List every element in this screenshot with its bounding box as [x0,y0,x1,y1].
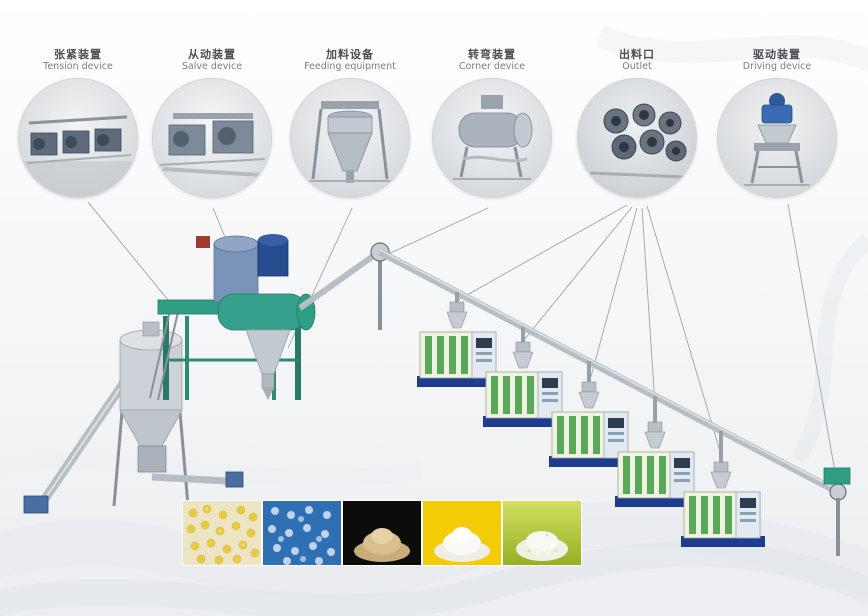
sample-yellow-resin-pellets [182,500,262,566]
callout-feeding-equipment: 加料设备 Feeding equipment [282,48,418,198]
callout-label-zh: 驱动装置 [753,48,801,61]
callout-label-zh: 加料设备 [326,48,374,61]
callout-label-zh: 从动装置 [188,48,236,61]
sample-tan-powder [342,500,422,566]
sample-white-granules [502,500,582,566]
callout-label-en: Driving device [742,61,812,72]
callout-salve-device: 从动装置 Salve device [144,48,280,198]
callout-label-en: Feeding equipment [304,61,396,72]
callout-corner-device: 转弯装置 Corner device [424,48,560,198]
tension-device-photo [18,78,138,198]
mixer-unit [149,234,316,401]
screw-feeder-and-silo [23,321,244,514]
callout-label-en: Tension device [43,61,113,72]
callout-label-zh: 张紧装置 [54,48,102,61]
corner-device-photo [432,78,552,198]
callout-outlet: 出料口 Outlet [569,48,705,198]
callout-label-zh: 出料口 [619,48,655,61]
callout-label-en: Salve device [181,61,243,72]
callout-tension-device: 张紧装置 Tension device [10,48,146,198]
callout-label-en: Corner device [458,61,526,72]
sample-white-powder [422,500,502,566]
sample-blue-plastic-pellets [262,500,342,566]
callout-label-zh: 转弯装置 [468,48,516,61]
salve-device-photo [152,78,272,198]
material-samples [182,500,582,566]
callout-label-en: Outlet [622,61,652,72]
outlet-photo [577,78,697,198]
leader-lines [87,201,837,479]
conveying-pipes [298,242,851,556]
driving-device-photo [717,78,837,198]
feeding-equipment-photo [290,78,410,198]
callout-driving-device: 驱动装置 Driving device [709,48,845,198]
